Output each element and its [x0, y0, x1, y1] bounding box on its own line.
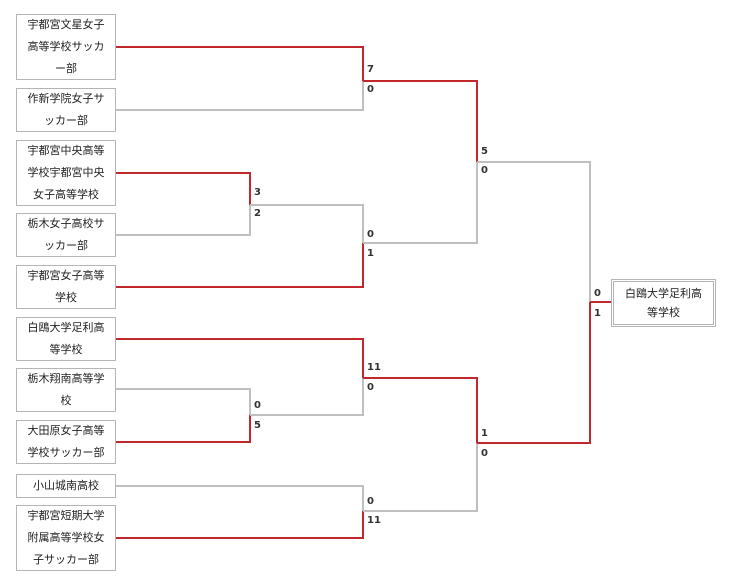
champion-name: 白鴎大学足利高等学校	[625, 287, 702, 319]
team-name: 白鴎大学足利高等学校	[27, 321, 105, 356]
line-m1	[363, 80, 478, 162]
score-bottom: 0	[481, 448, 488, 459]
score-bottom: 0	[367, 382, 374, 393]
score-bottom: 5	[254, 420, 261, 431]
score-top: 3	[254, 187, 261, 198]
team-box: 宇都宮中央高等学校宇都宮中央女子高等学校	[16, 140, 116, 206]
team-name: 作新学院女子サッカー部	[27, 92, 105, 127]
score-bottom: 2	[254, 208, 261, 219]
line-m7	[477, 161, 591, 302]
line-m5	[250, 378, 364, 416]
team-box: 栃木女子高校サッカー部	[16, 213, 116, 257]
team-name: 宇都宮女子高等学校	[27, 269, 105, 304]
score-top: 7	[367, 64, 374, 75]
line-t7	[115, 388, 251, 415]
line-t8	[115, 415, 251, 443]
score-top: 0	[367, 496, 374, 507]
team-name: 大田原女子高等学校サッカー部	[27, 424, 105, 459]
team-name: 宇都宮中央高等学校宇都宮中央女子高等学校	[27, 144, 105, 201]
team-name: 宇都宮短期大学附属高等学校女子サッカー部	[27, 509, 105, 566]
team-name: 栃木翔南高等学校	[27, 372, 105, 407]
line-m8	[477, 302, 591, 444]
line-t5	[115, 243, 364, 288]
team-name: 小山城南高校	[33, 479, 99, 492]
score-top: 0	[367, 229, 374, 240]
score-top: 11	[367, 362, 381, 373]
team-name: 宇都宮文星女子高等学校サッカー部	[27, 18, 105, 75]
line-m3	[363, 162, 478, 244]
team-box: 宇都宮女子高等学校	[16, 265, 116, 309]
line-t1	[115, 46, 364, 81]
score-top: 0	[594, 288, 601, 299]
score-bottom: 1	[594, 308, 601, 319]
line-t4	[115, 205, 251, 236]
team-box: 小山城南高校	[16, 474, 116, 498]
team-box: 宇都宮文星女子高等学校サッカー部	[16, 14, 116, 80]
score-bottom: 1	[367, 248, 374, 259]
team-box: 宇都宮短期大学附属高等学校女子サッカー部	[16, 505, 116, 571]
score-bottom: 0	[481, 165, 488, 176]
line-t9	[115, 485, 364, 511]
score-top: 0	[254, 400, 261, 411]
score-bottom: 0	[367, 84, 374, 95]
champion-box: 白鴎大学足利高等学校	[611, 279, 716, 327]
line-t3	[115, 172, 251, 205]
team-box: 白鴎大学足利高等学校	[16, 317, 116, 361]
team-box: 栃木翔南高等学校	[16, 368, 116, 412]
line-t6	[115, 338, 364, 378]
team-box: 作新学院女子サッカー部	[16, 88, 116, 132]
line-m4	[363, 377, 478, 443]
score-top: 1	[481, 428, 488, 439]
score-top: 5	[481, 146, 488, 157]
line-m2	[250, 204, 364, 243]
line-t2	[115, 81, 364, 111]
score-bottom: 11	[367, 515, 381, 526]
line-t10	[115, 511, 364, 539]
team-box: 大田原女子高等学校サッカー部	[16, 420, 116, 464]
line-m6	[363, 443, 478, 512]
team-name: 栃木女子高校サッカー部	[27, 217, 105, 252]
